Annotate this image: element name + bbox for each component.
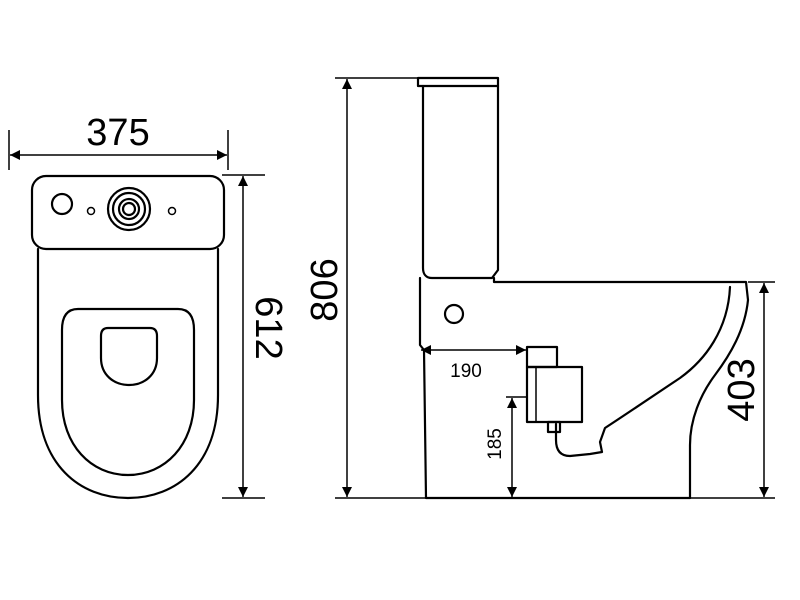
- dim-label-height: 806: [304, 258, 346, 321]
- bowl-outline: [36, 247, 220, 500]
- tank-lid: [416, 76, 500, 88]
- dim-label-width: 375: [86, 112, 149, 154]
- tank-outline: [30, 174, 226, 251]
- tank-bolt-right: [167, 206, 177, 216]
- inlet-hole: [443, 303, 465, 325]
- top-view: 375 612: [8, 112, 289, 500]
- tank-body: [421, 84, 500, 280]
- trapway-curve: [554, 285, 732, 458]
- dim-label-offset: 190: [450, 361, 482, 382]
- dim-label-outlet-height: 403: [721, 358, 763, 421]
- side-view: 806 403 190 185: [304, 76, 775, 500]
- tank-hole-left: [50, 192, 74, 216]
- connector-upper: [525, 345, 559, 369]
- seat-outline: [60, 307, 196, 477]
- toilet-body-outline: [418, 276, 750, 500]
- dim-label-inlet-height: 185: [485, 428, 506, 460]
- tank-bolt-left: [86, 206, 96, 216]
- flush-button-icon: [106, 186, 152, 232]
- seat-opening: [99, 326, 159, 387]
- dim-label-depth: 612: [247, 296, 289, 359]
